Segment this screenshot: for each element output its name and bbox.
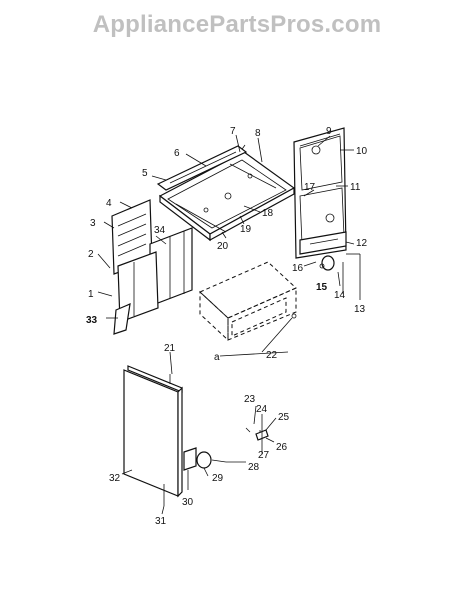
callout-1: 1 bbox=[88, 289, 94, 300]
callout-21: 21 bbox=[164, 343, 176, 354]
watermark: AppliancePartsPros.com bbox=[92, 11, 382, 38]
callout-31: 31 bbox=[155, 516, 167, 527]
callout-25: 25 bbox=[278, 412, 290, 423]
latch-hardware bbox=[245, 427, 269, 441]
callout-18: 18 bbox=[262, 208, 274, 219]
callout-30: 30 bbox=[182, 497, 194, 508]
callout-3: 3 bbox=[90, 218, 96, 229]
callout-7: 7 bbox=[230, 126, 236, 137]
callout-2: 2 bbox=[88, 249, 94, 260]
callout-20: 20 bbox=[217, 241, 229, 252]
callout-12: 12 bbox=[356, 238, 368, 249]
back-panel bbox=[293, 127, 347, 294]
callout-28: 28 bbox=[248, 462, 260, 473]
callout-22: 22 bbox=[266, 350, 278, 361]
callout-6: 6 bbox=[174, 148, 180, 159]
callout-34: 34 bbox=[154, 225, 166, 236]
callout-23: 23 bbox=[244, 394, 256, 405]
callout-29: 29 bbox=[212, 473, 224, 484]
callout-5: 5 bbox=[142, 168, 148, 179]
callout-32: 32 bbox=[109, 473, 121, 484]
callout-27: 27 bbox=[258, 450, 270, 461]
callout-26: 26 bbox=[276, 442, 288, 453]
callout-15: 15 bbox=[316, 282, 328, 293]
callout-16: 16 bbox=[292, 263, 304, 274]
callout-8: 8 bbox=[255, 128, 261, 139]
callout-labels: 1 2 3 4 5 6 7 8 9 10 11 12 13 14 15 16 1… bbox=[86, 126, 368, 527]
callout-a: a bbox=[214, 352, 220, 363]
callout-19: 19 bbox=[240, 224, 252, 235]
callout-14: 14 bbox=[334, 290, 346, 301]
rear-strip bbox=[156, 145, 248, 191]
callout-24: 24 bbox=[256, 404, 268, 415]
side-trim bbox=[113, 227, 193, 335]
oven-door bbox=[123, 365, 183, 498]
callout-11: 11 bbox=[350, 182, 361, 193]
callout-4: 4 bbox=[106, 198, 112, 209]
callout-13: 13 bbox=[354, 304, 366, 315]
callout-9: 9 bbox=[326, 126, 332, 137]
callout-17: 17 bbox=[304, 182, 316, 193]
oven-body-dashed bbox=[199, 261, 297, 342]
cooktop-pan bbox=[158, 144, 296, 242]
callout-33: 33 bbox=[86, 315, 98, 326]
callout-10: 10 bbox=[356, 146, 368, 157]
leader-lines bbox=[97, 134, 361, 515]
